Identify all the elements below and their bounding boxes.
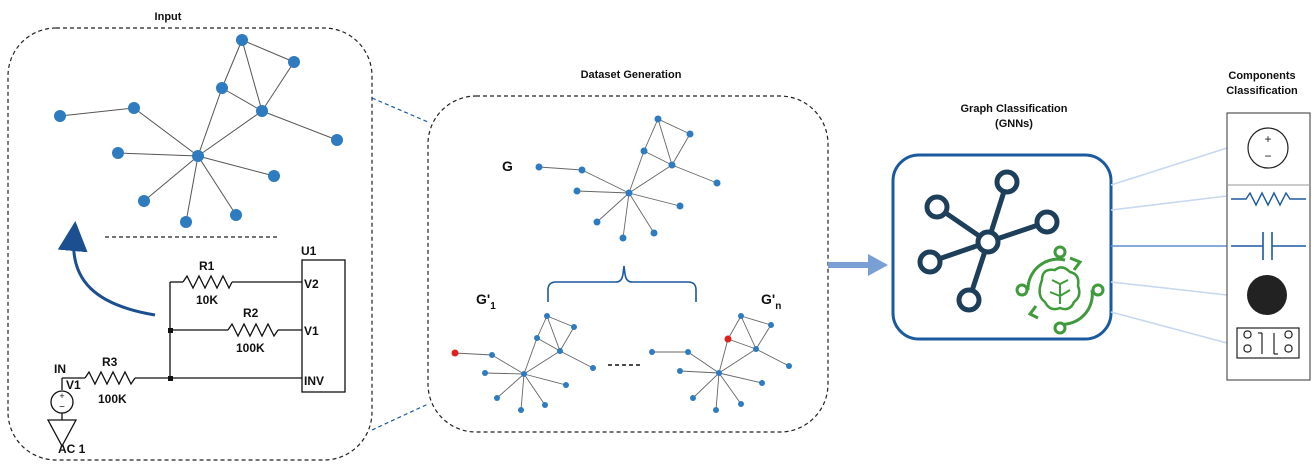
- graph-g-nodes: [535, 115, 721, 242]
- label-g1: G'1: [476, 291, 496, 312]
- label-r1: R1: [199, 259, 215, 273]
- label-in: IN: [54, 362, 66, 376]
- label-v1-pin: V1: [304, 324, 319, 338]
- graph-classification-subtitle: (GNNs): [995, 118, 1033, 130]
- circuit-schematic: [46, 259, 346, 448]
- input-title: Input: [155, 11, 182, 23]
- label-r3-value: 100K: [98, 392, 127, 406]
- ac-source-icon: + −: [1247, 127, 1289, 169]
- label-g: G: [502, 158, 513, 174]
- label-v2: V2: [304, 277, 319, 291]
- input-graph: [59, 39, 338, 223]
- input-graph-nodes: [54, 34, 343, 228]
- graph-g1-nodes: [482, 313, 596, 413]
- connector-bottom: [371, 403, 429, 431]
- highlight-node-gn: [724, 335, 732, 343]
- label-v1-source: V1: [66, 378, 81, 392]
- source-minus: −: [59, 402, 65, 413]
- connector-top: [371, 97, 429, 123]
- graph-gn: [652, 315, 790, 411]
- fanout-lines: [1110, 147, 1228, 344]
- label-r3: R3: [102, 355, 118, 369]
- dataset-panel: [427, 95, 829, 433]
- components-title: Components: [1228, 70, 1295, 82]
- ic-chip-icon: [1236, 327, 1300, 359]
- components-subtitle: Classification: [1226, 85, 1298, 97]
- graph-gn-nodes: [649, 313, 792, 413]
- flow-arrow-icon: [828, 254, 888, 276]
- graph-g1: [454, 315, 594, 411]
- circuit-junctions: [168, 328, 173, 381]
- svg-text:+: +: [1264, 132, 1271, 146]
- label-r2: R2: [243, 306, 259, 320]
- resistor-icon: [1231, 191, 1306, 207]
- capacitor-icon: [1231, 232, 1306, 260]
- curly-brace-icon: [547, 265, 697, 302]
- label-r2-value: 100K: [236, 341, 265, 355]
- ai-brain-icon: [1015, 245, 1105, 335]
- graph-g: [538, 118, 718, 239]
- label-inv: INV: [304, 374, 324, 388]
- black-circle-icon: [1247, 275, 1287, 315]
- graph-classification-title: Graph Classification: [961, 103, 1068, 115]
- label-r1-value: 10K: [196, 293, 218, 307]
- source-plus: +: [59, 391, 64, 401]
- dataset-title: Dataset Generation: [581, 69, 682, 81]
- curved-arrow-icon: [57, 221, 156, 317]
- highlight-node-g1: [451, 349, 459, 357]
- input-panel: [7, 27, 373, 461]
- label-gn: G'n: [761, 291, 781, 312]
- network-icon: [917, 169, 1060, 313]
- label-ac1: AC 1: [58, 442, 86, 456]
- svg-text:−: −: [1264, 149, 1271, 163]
- label-u1: U1: [301, 244, 317, 258]
